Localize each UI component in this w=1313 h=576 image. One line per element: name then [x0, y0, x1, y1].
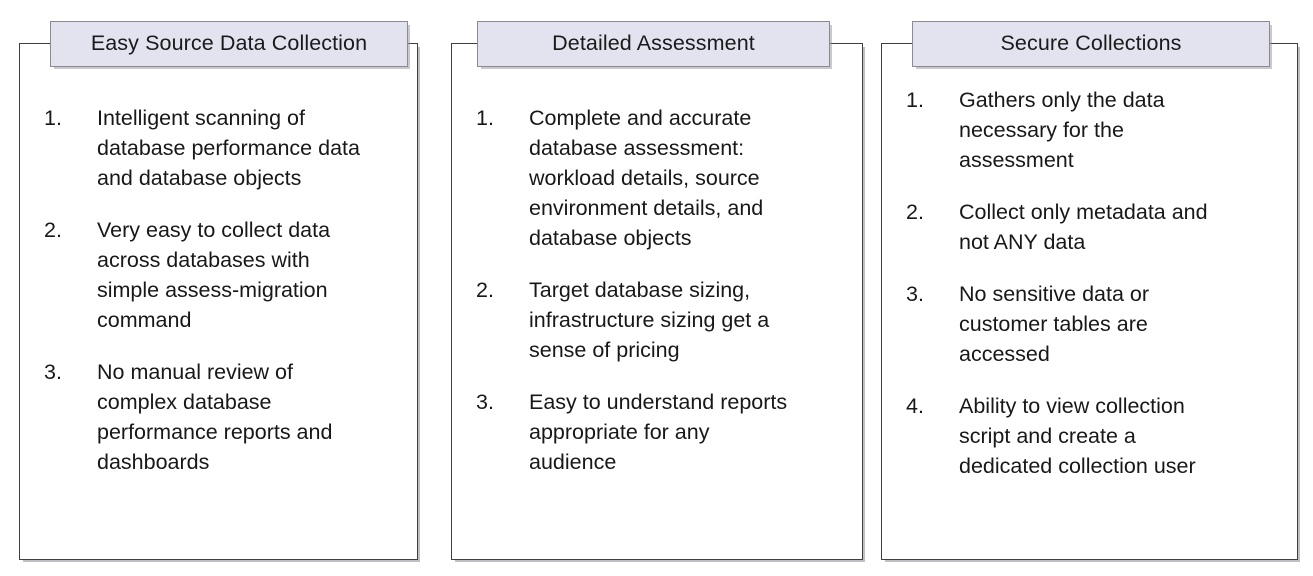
list-item: 3. No manual review of complex database …: [44, 357, 394, 477]
panel-secure-collections: [881, 43, 1298, 560]
list-item-text: Target database sizing, infrastructure s…: [529, 278, 770, 362]
panel-header-easy-source-data-collection: Easy Source Data Collection: [50, 21, 408, 67]
panel-header-label: Detailed Assessment: [552, 31, 755, 56]
panel-list-detailed-assessment: 1. Complete and accurate database assess…: [476, 103, 836, 477]
list-item: 2. Collect only metadata and not ANY dat…: [906, 197, 1276, 257]
panel-detailed-assessment: [451, 43, 863, 560]
panel-list-easy-source-data-collection: 1. Intelligent scanning of database perf…: [44, 103, 394, 477]
list-item-text: Easy to understand reports appropriate f…: [529, 390, 788, 474]
list-item-number: 2.: [906, 200, 924, 224]
list-item-text: No manual review of complex database per…: [97, 360, 333, 474]
list-item: 4. Ability to view collection script and…: [906, 391, 1276, 481]
list-item-text: Collect only metadata and not ANY data: [959, 200, 1208, 254]
panel-easy-source-data-collection: [19, 43, 418, 560]
list-item-number: 3.: [476, 390, 494, 414]
list-item-text: No sensitive data or customer tables are…: [959, 282, 1150, 366]
panel-header-secure-collections: Secure Collections: [912, 21, 1270, 67]
panel-header-label: Secure Collections: [1000, 31, 1182, 56]
list-item: 2. Very easy to collect data across data…: [44, 215, 394, 335]
list-item: 3. Easy to understand reports appropriat…: [476, 387, 836, 477]
list-item-number: 4.: [906, 394, 924, 418]
list-item: 1. Gathers only the data necessary for t…: [906, 85, 1276, 175]
list-item-text: Intelligent scanning of database perform…: [97, 106, 360, 190]
panel-header-detailed-assessment: Detailed Assessment: [477, 21, 830, 67]
list-item-number: 3.: [906, 282, 924, 306]
list-item: 2. Target database sizing, infrastructur…: [476, 275, 836, 365]
list-item-text: Very easy to collect data across databas…: [97, 218, 331, 332]
list-item-number: 2.: [476, 278, 494, 302]
list-item-text: Complete and accurate database assessmen…: [529, 106, 764, 250]
list-item-number: 3.: [44, 360, 62, 384]
list-item-text: Ability to view collection script and cr…: [959, 394, 1196, 478]
list-item-text: Gathers only the data necessary for the …: [959, 88, 1165, 172]
panel-list-secure-collections: 1. Gathers only the data necessary for t…: [906, 85, 1276, 481]
list-item: 1. Complete and accurate database assess…: [476, 103, 836, 253]
list-item: 3. No sensitive data or customer tables …: [906, 279, 1276, 369]
list-item-number: 1.: [44, 106, 62, 130]
list-item: 1. Intelligent scanning of database perf…: [44, 103, 394, 193]
list-item-number: 1.: [906, 88, 924, 112]
list-item-number: 2.: [44, 218, 62, 242]
panel-header-label: Easy Source Data Collection: [90, 31, 368, 56]
list-item-number: 1.: [476, 106, 494, 130]
